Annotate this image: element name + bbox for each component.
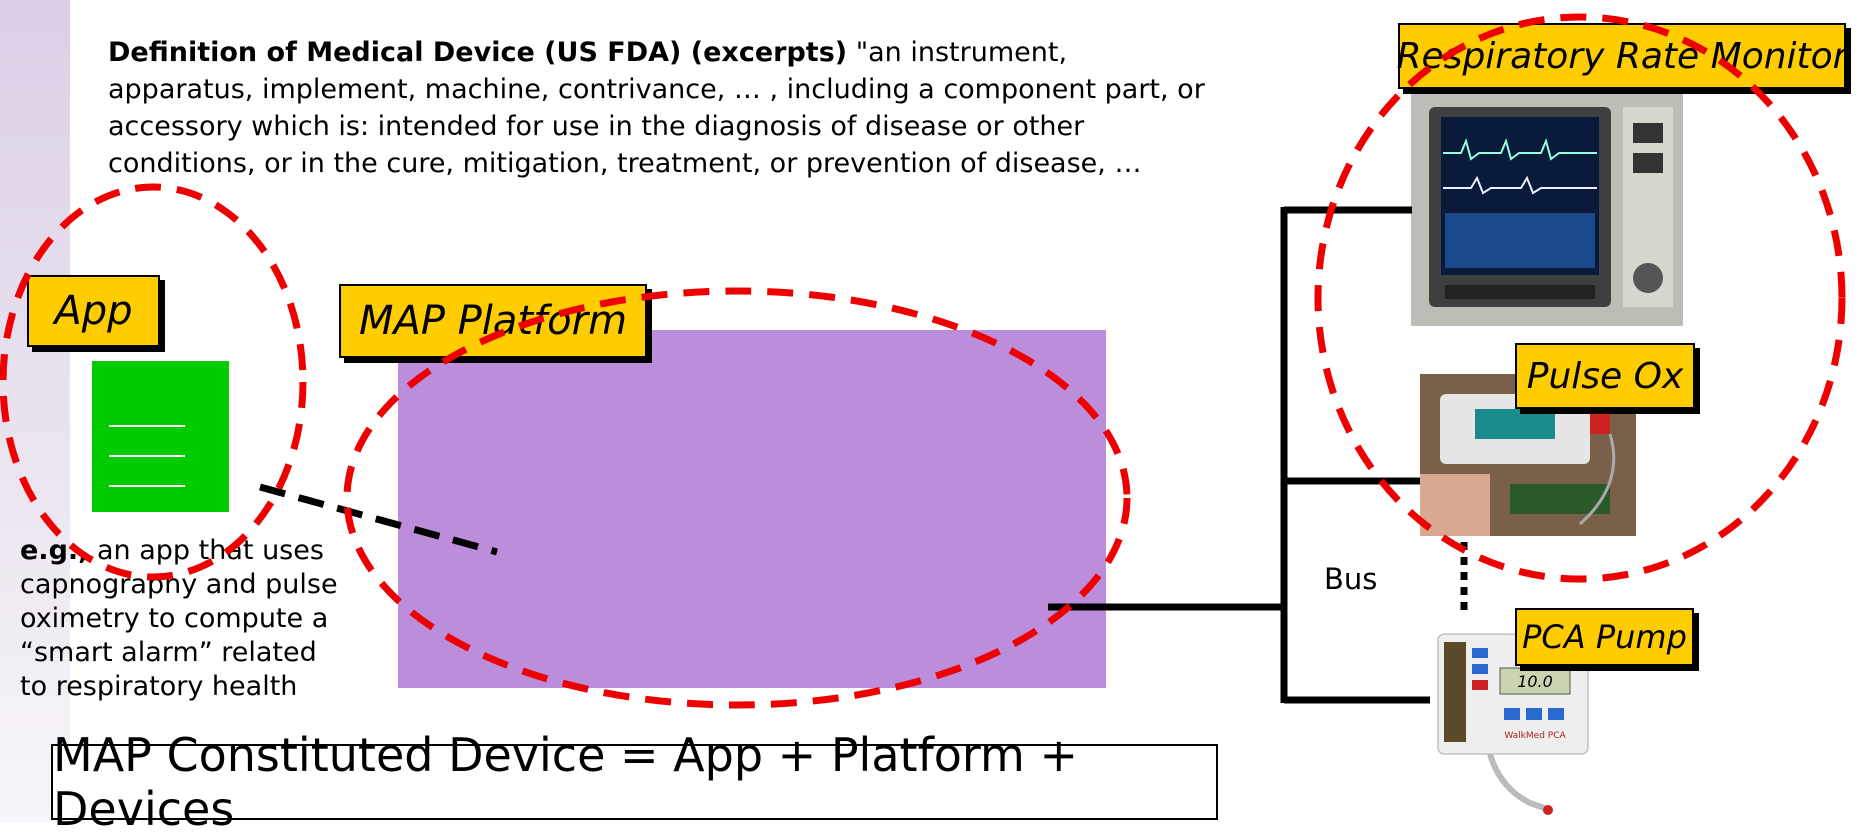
monitor-graphic <box>1411 93 1683 326</box>
equation-box: MAP Constituted Device = App + Platform … <box>51 728 1218 836</box>
app-icon-line <box>109 485 185 487</box>
respiratory-monitor-label: Respiratory Rate Monitor <box>1397 23 1847 89</box>
platform-highlight-ellipse <box>343 287 1131 709</box>
example-body: an app that uses capnography and pulse o… <box>20 535 338 702</box>
app-highlight-ellipse <box>0 183 307 581</box>
app-platform-link <box>259 483 498 556</box>
pump-display: 10.0 <box>1517 672 1553 691</box>
definition-body: "an instrument, apparatus, implement, ma… <box>108 37 1205 179</box>
app-label: App <box>27 275 160 347</box>
app-icon-line <box>109 455 185 457</box>
definition-title: Definition of Medical Device (US FDA) (e… <box>108 37 848 68</box>
respiratory-monitor-image <box>1411 93 1683 326</box>
pump-brand: WalkMed PCA <box>1504 731 1566 741</box>
pca-pump-label: PCA Pump <box>1515 608 1694 666</box>
map-platform-box <box>398 330 1106 688</box>
pulse-ox-label: Pulse Ox <box>1515 343 1695 409</box>
devices-highlight-ellipse <box>1314 13 1846 583</box>
example-text: e.g., an app that uses capnography and p… <box>20 534 350 704</box>
bus-label: Bus <box>1324 562 1378 596</box>
definition-text: Definition of Medical Device (US FDA) (e… <box>108 34 1208 182</box>
app-icon <box>92 361 229 512</box>
app-icon-line <box>109 425 185 427</box>
slide-side-bar <box>0 0 70 822</box>
